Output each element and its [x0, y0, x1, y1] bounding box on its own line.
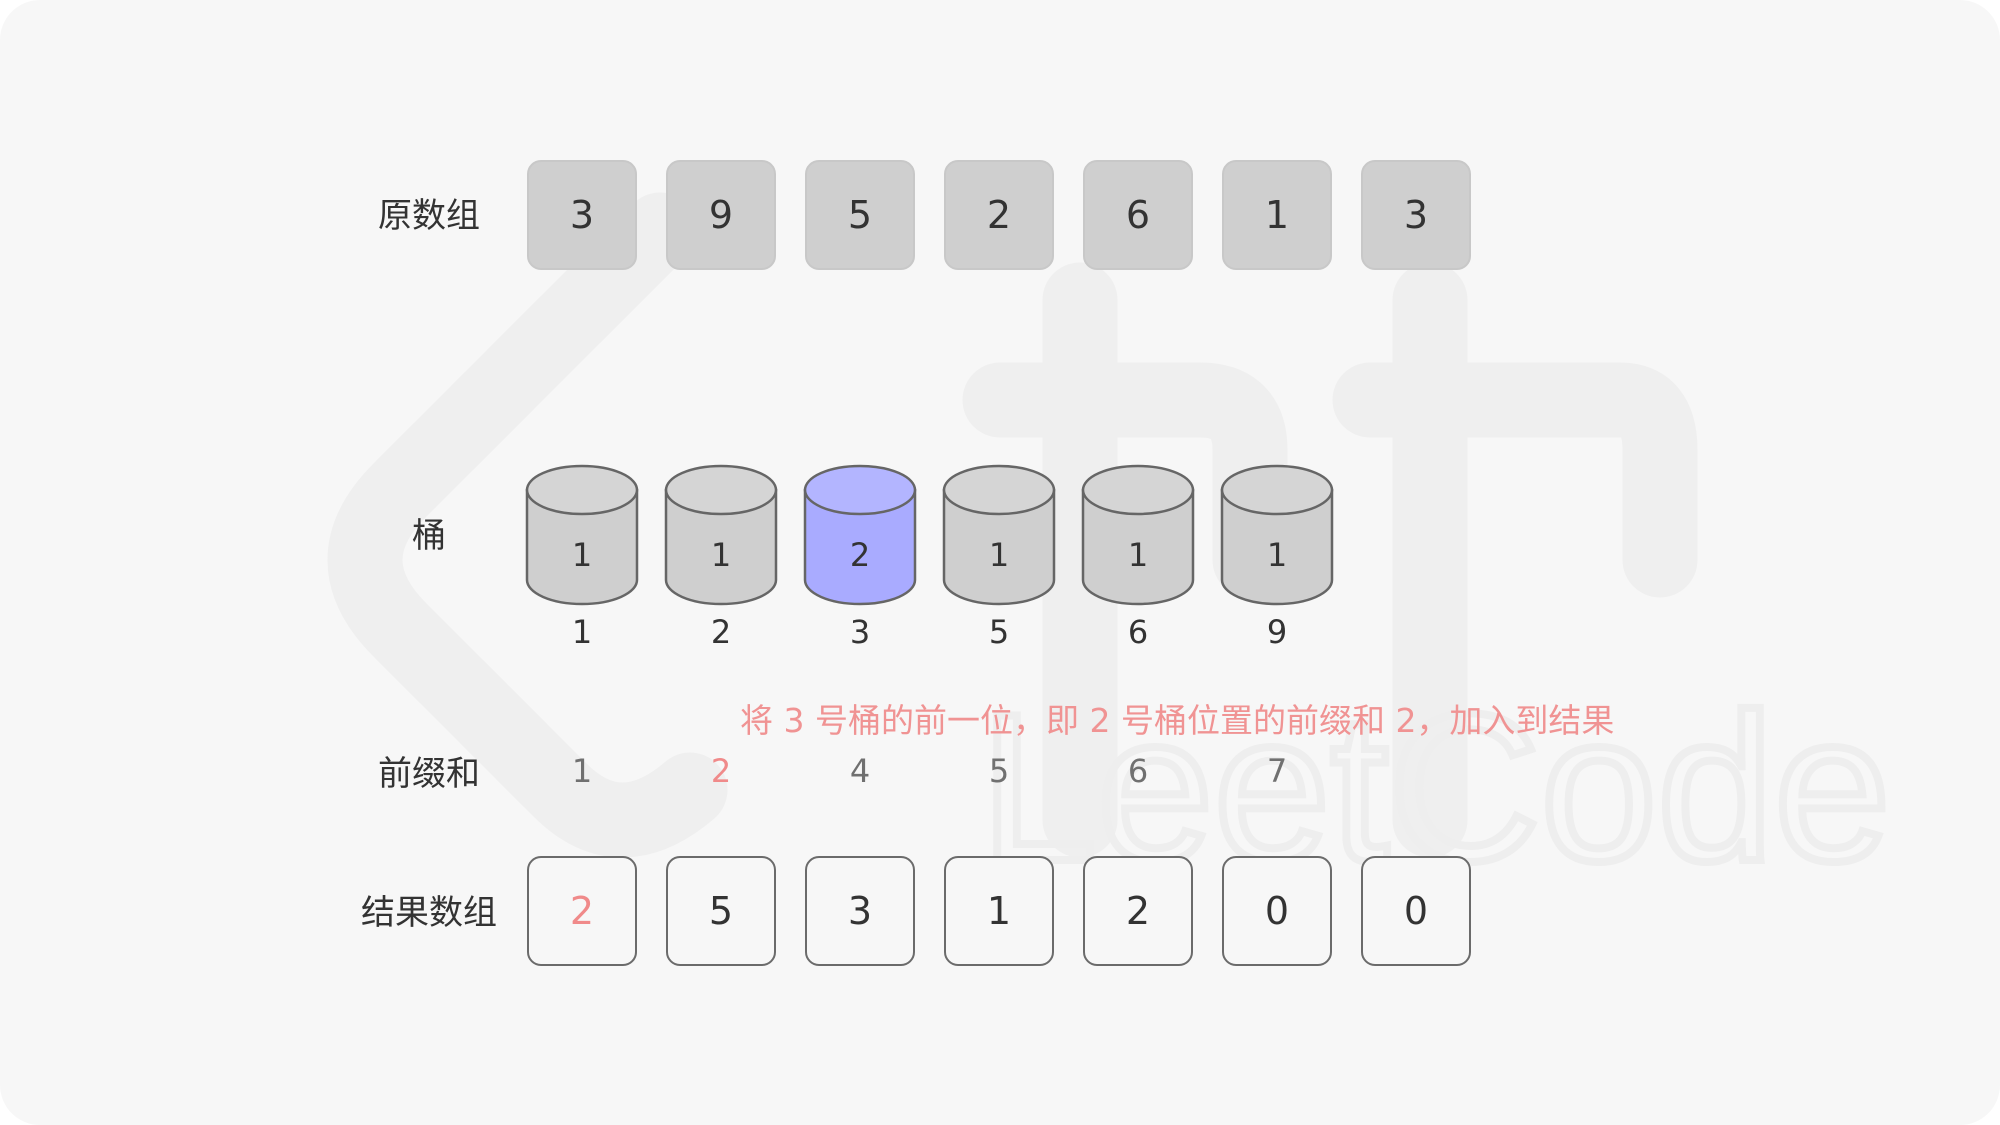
- leetcode-logo-arc-1: [962, 362, 1288, 598]
- original-array-cell: 3: [1361, 160, 1471, 270]
- explanation-text: 将 3 号桶的前一位，即 2 号桶位置的前缀和 2，加入到结果: [740, 701, 1615, 740]
- bucket-count: 1: [711, 536, 731, 574]
- prefix-sum-value-highlighted: 2: [710, 752, 732, 790]
- result-array-cell: 1: [944, 856, 1054, 966]
- leetcode-logo-mark: [327, 192, 728, 858]
- bucket-count: 2: [850, 536, 870, 574]
- bucket-count: 1: [1128, 536, 1148, 574]
- bucket-index: 9: [1266, 613, 1288, 651]
- prefix-sum-value: 7: [1266, 752, 1288, 790]
- original-array-cell: 5: [805, 160, 915, 270]
- prefix-sum-value: 1: [571, 752, 593, 790]
- label-prefix-sum: 前缀和: [378, 754, 480, 794]
- label-buckets: 桶: [412, 516, 446, 556]
- bucket-cylinder: 1: [1220, 464, 1334, 606]
- result-array-cell: 2: [1083, 856, 1193, 966]
- prefix-sum-value: 5: [988, 752, 1010, 790]
- original-array-cell: 2: [944, 160, 1054, 270]
- label-result-array: 结果数组: [361, 893, 497, 933]
- bucket-index: 3: [849, 613, 871, 651]
- bucket-cylinder: 1: [664, 464, 778, 606]
- bucket-cylinder: 1: [1081, 464, 1195, 606]
- bucket-index: 1: [571, 613, 593, 651]
- bucket-index: 6: [1127, 613, 1149, 651]
- original-array-cell: 9: [666, 160, 776, 270]
- label-original-array: 原数组: [378, 196, 480, 236]
- bucket-index: 2: [710, 613, 732, 651]
- result-array-cell: 3: [805, 856, 915, 966]
- bucket-cylinder: 1: [942, 464, 1056, 606]
- bucket-count: 1: [572, 536, 592, 574]
- bucket-cylinder: 1: [525, 464, 639, 606]
- result-array-cell-highlighted: 2: [527, 856, 637, 966]
- leetcode-logo-arc-2: [1332, 362, 1698, 598]
- bucket-count: 1: [1267, 536, 1287, 574]
- original-array-cell: 6: [1083, 160, 1193, 270]
- result-array-cell: 0: [1361, 856, 1471, 966]
- result-array-cell: 0: [1222, 856, 1332, 966]
- bucket-cylinder-highlighted: 2: [803, 464, 917, 606]
- original-array-cell: 1: [1222, 160, 1332, 270]
- prefix-sum-value: 6: [1127, 752, 1149, 790]
- bucket-count: 1: [989, 536, 1009, 574]
- prefix-sum-value: 4: [849, 752, 871, 790]
- result-array-cell: 5: [666, 856, 776, 966]
- bucket-index: 5: [988, 613, 1010, 651]
- original-array-cell: 3: [527, 160, 637, 270]
